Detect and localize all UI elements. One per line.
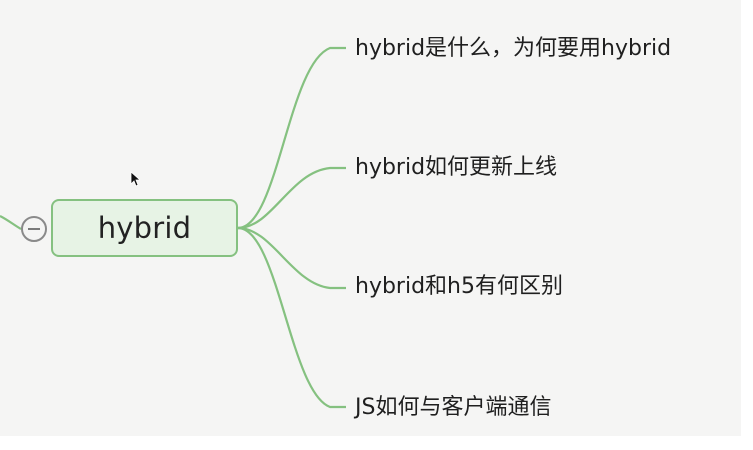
collapse-toggle-button[interactable] — [21, 216, 47, 242]
collapse-minus-icon — [28, 228, 40, 230]
right-margin — [741, 0, 753, 436]
connector-child-1 — [237, 46, 346, 230]
connector-child-4 — [237, 226, 346, 409]
child-topic-1[interactable]: hybrid是什么，为何要用hybrid — [355, 36, 672, 61]
child-topic-3[interactable]: hybrid和h5有何区别 — [355, 274, 563, 299]
bottom-margin — [0, 436, 753, 450]
connector-child-3 — [237, 226, 346, 290]
root-topic-label: hybrid — [97, 211, 192, 245]
connector-child-2 — [237, 166, 346, 230]
mouse-cursor-icon — [130, 171, 140, 187]
child-topic-2[interactable]: hybrid如何更新上线 — [355, 155, 558, 180]
parent-connector — [0, 215, 22, 230]
root-topic-node[interactable]: hybrid — [51, 199, 238, 257]
child-topic-4[interactable]: JS如何与客户端通信 — [355, 395, 552, 420]
